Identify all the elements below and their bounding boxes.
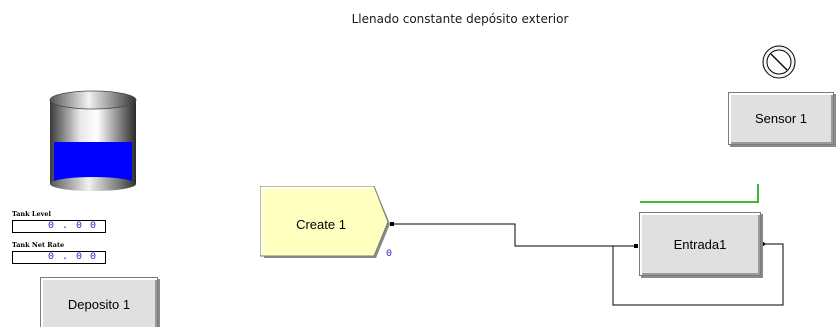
tank-level-label: Tank Level bbox=[12, 210, 52, 218]
sensor-module[interactable]: Sensor 1 bbox=[728, 92, 834, 145]
entrada-entry-point bbox=[634, 244, 638, 248]
entrada-module-label: Entrada1 bbox=[673, 236, 727, 252]
sensor-icon bbox=[762, 45, 796, 79]
tank-graphic bbox=[48, 90, 140, 192]
deposito-module-label: Deposito 1 bbox=[67, 296, 131, 312]
tank-net-rate-label: Tank Net Rate bbox=[12, 241, 65, 249]
sensor-module-label: Sensor 1 bbox=[754, 111, 808, 126]
create-module[interactable]: Create 1 bbox=[260, 186, 396, 262]
create-shape bbox=[260, 186, 390, 258]
diagram-title: Llenado constante depósito exterior bbox=[351, 12, 569, 26]
connector-create-to-entrada[interactable] bbox=[392, 223, 637, 247]
tank-level-value: 0 . 0 0 bbox=[12, 220, 106, 233]
tank-net-rate-value: 0 . 0 0 bbox=[12, 251, 106, 264]
tank-shape bbox=[49, 90, 137, 191]
entrada-exit-point bbox=[762, 241, 766, 247]
create-counter: 0 bbox=[386, 249, 393, 260]
create-exit-point bbox=[390, 222, 394, 226]
connector-entrada-loop[interactable] bbox=[612, 243, 784, 306]
create-module-label: Create 1 bbox=[296, 216, 346, 232]
entrada-module[interactable]: Entrada1 bbox=[639, 212, 761, 276]
deposito-module[interactable]: Deposito 1 bbox=[40, 277, 158, 327]
